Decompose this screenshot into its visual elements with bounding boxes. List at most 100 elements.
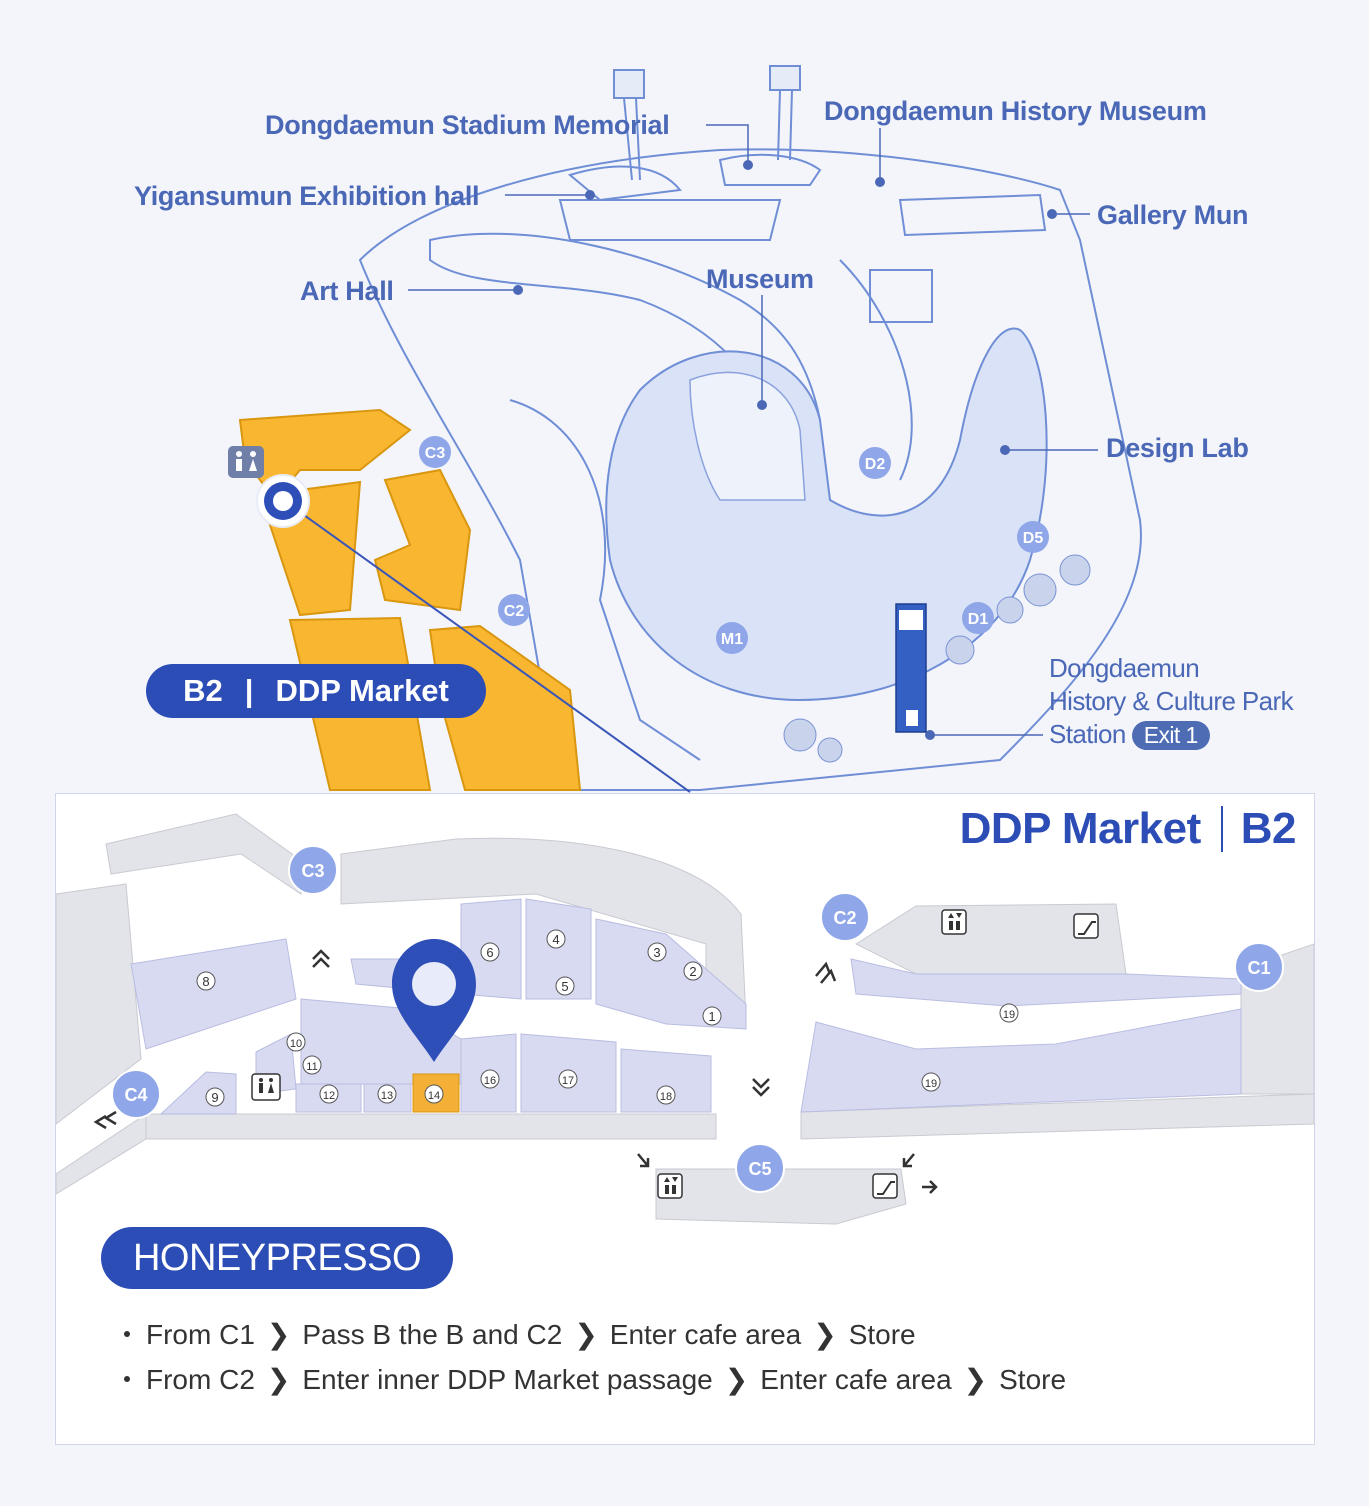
label-stadium-memorial: Dongdaemun Stadium Memorial: [265, 110, 670, 140]
gate-d5-badge: D5: [1017, 521, 1049, 553]
svg-text:D2: D2: [865, 456, 886, 473]
site-outline: [358, 148, 1142, 791]
store-number-14: 14: [424, 1084, 444, 1104]
label-museum: Museum: [706, 264, 814, 294]
store-number-2: 2: [683, 961, 703, 981]
store-number-17: 17: [558, 1069, 578, 1089]
gate-m1-badge: M1: [716, 622, 748, 654]
store-number-10: 10: [286, 1032, 306, 1052]
route-step: Enter cafe area: [760, 1364, 952, 1395]
arrow-northeast-icon: [815, 961, 837, 984]
arrow-down-icon: [752, 1078, 770, 1097]
svg-text:6: 6: [486, 945, 493, 960]
store-number-1: 1: [702, 1006, 722, 1026]
inner-walkway-2: [839, 259, 913, 481]
panel-title: DDP Market B2: [959, 804, 1297, 854]
floor-name: DDP Market: [275, 673, 449, 708]
floor-plan-panel: 1 2 3 4 5 6 7 8 9 10 11 12 13 14 16 17 1…: [55, 793, 1315, 1445]
arrow-up-icon: [312, 949, 330, 968]
route-step: Pass B the B and C2: [302, 1319, 563, 1350]
store-1-2-3: [595, 918, 747, 1030]
tree: [996, 596, 1024, 624]
route-step: Store: [848, 1319, 916, 1350]
arrow-east-icon: [922, 1180, 938, 1194]
store-9: [159, 1071, 237, 1115]
svg-text:M1: M1: [721, 631, 743, 648]
floor-separator: |: [244, 673, 254, 708]
inner-walkway: [509, 399, 701, 761]
svg-text:D5: D5: [1023, 530, 1044, 547]
station-line-2: History & Culture Park: [1049, 686, 1294, 716]
tree: [817, 737, 843, 763]
gallery-block: [898, 193, 1047, 237]
route-step: From C2: [146, 1364, 255, 1395]
label-yigansumun: Yigansumun Exhibition hall: [134, 181, 480, 211]
elevator-icon-c5: [657, 1173, 683, 1199]
route-item: From C2❯Enter inner DDP Market passage❯E…: [124, 1357, 1066, 1402]
station-label: Dongdaemun History & Culture Park Statio…: [1049, 652, 1294, 751]
floodlight-tower-2: [769, 65, 801, 91]
chevron-right-icon: ❯: [266, 1364, 291, 1395]
floodlight-tower-1: [613, 69, 645, 99]
label-art-hall: Art Hall: [300, 276, 394, 306]
bullet: [124, 1375, 130, 1382]
store-number-19-lower: 19: [921, 1072, 941, 1092]
svg-text:13: 13: [381, 1090, 393, 1102]
store-number-4: 4: [546, 929, 566, 949]
location-marker: [256, 474, 310, 528]
floor-level: B2: [183, 673, 223, 708]
svg-text:8: 8: [202, 974, 209, 989]
store-number-16: 16: [480, 1069, 500, 1089]
svg-text:19: 19: [925, 1078, 937, 1090]
store-number-8: 8: [196, 971, 216, 991]
chevron-right-icon: ❯: [574, 1319, 598, 1350]
west-diag-grey: [56, 1113, 147, 1195]
gate-c2-badge: C2: [820, 892, 870, 942]
tree: [1023, 573, 1057, 607]
route-step: From C1: [146, 1319, 255, 1350]
stadium-memorial-block: [718, 153, 822, 186]
route-step: Store: [999, 1364, 1067, 1395]
gate-d2-badge: D2: [859, 447, 891, 479]
svg-text:18: 18: [660, 1091, 672, 1103]
route-step: Enter cafe area: [609, 1319, 802, 1350]
panel-title-name: DDP Market: [959, 804, 1202, 853]
svg-text:16: 16: [484, 1075, 496, 1087]
chevron-right-icon: ❯: [963, 1364, 988, 1395]
svg-text:9: 9: [211, 1090, 218, 1105]
station-line-1: Dongdaemun: [1049, 653, 1200, 683]
store-number-11: 11: [302, 1055, 322, 1075]
svg-text:5: 5: [561, 979, 568, 994]
tree: [1059, 554, 1091, 586]
east-roof-grey: [854, 903, 1127, 975]
gate-c3-badge: C3: [288, 845, 338, 895]
title-divider: [1220, 806, 1223, 852]
connector-line: [289, 504, 691, 793]
museum-design-lab-mesh: [605, 327, 1048, 702]
store-number-3: 3: [647, 942, 667, 962]
svg-text:C3: C3: [425, 445, 446, 462]
subway-exit-sign: [895, 603, 927, 733]
svg-text:C2: C2: [504, 603, 525, 620]
south-east-wall-grey: [800, 1093, 1314, 1140]
museum-roof-opening: [689, 371, 806, 501]
chevron-right-icon: ❯: [813, 1319, 837, 1350]
svg-text:C1: C1: [1247, 958, 1270, 978]
store-location-pin: [392, 939, 476, 1062]
gate-c2-badge: C2: [498, 594, 530, 626]
svg-text:14: 14: [428, 1090, 440, 1102]
svg-text:2: 2: [689, 964, 696, 979]
store-number-19-upper: 19: [999, 1003, 1019, 1023]
store-name-badge: HONEYPRESSO: [101, 1227, 453, 1289]
svg-text:12: 12: [323, 1090, 335, 1102]
route-list: From C1 ❯ Pass B the B and C2 ❯ Enter cafe a…: [124, 1312, 1066, 1402]
c5-stair-grey: [655, 1168, 907, 1225]
label-design-lab: Design Lab: [1106, 433, 1249, 463]
arrow-west-icon: [93, 1110, 117, 1130]
store-19-lower: [800, 1008, 1242, 1113]
svg-text:4: 4: [552, 932, 559, 947]
svg-text:C5: C5: [748, 1159, 771, 1179]
panel-title-level: B2: [1240, 804, 1297, 853]
gate-c4-badge: C4: [111, 1069, 161, 1119]
store-number-5: 5: [555, 976, 575, 996]
